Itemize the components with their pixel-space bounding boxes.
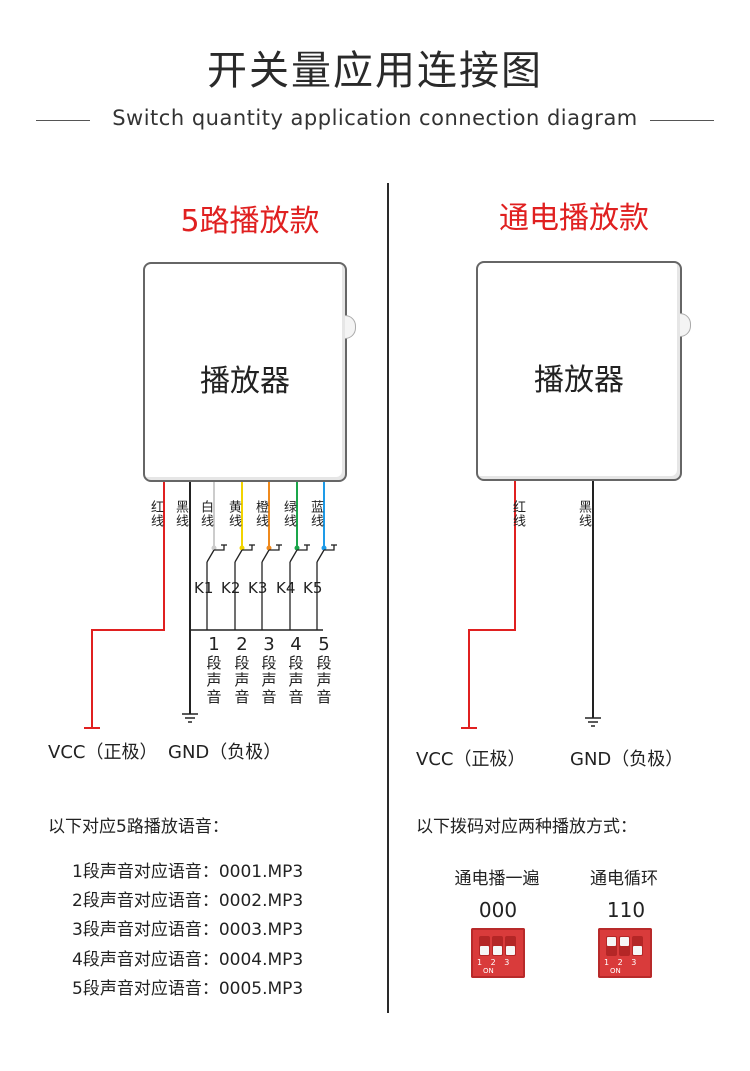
dip1-lever-3 [506, 946, 515, 955]
dip2-lever-3 [633, 946, 642, 955]
right-red-wire [468, 480, 516, 728]
subtitle-rule-left [36, 120, 90, 121]
right-section-title: 通电播放款 [499, 201, 649, 236]
right-player-device: 播放器 [476, 261, 682, 481]
left-blue-dot [321, 545, 327, 551]
dip-switch-mode-1: 1 2 3 ON [471, 928, 525, 978]
mode-1-code: 000 [478, 898, 518, 922]
left-info-heading: 以下对应5路播放语音： [48, 817, 229, 837]
left-section-title: 5路播放款 [180, 204, 320, 239]
left-orange-dot [266, 545, 272, 551]
left-white-dot [211, 545, 217, 551]
section-divider [387, 183, 389, 1013]
segment-5-num: 5 [318, 634, 330, 655]
switch-label-k1: K1 [194, 579, 214, 597]
file-line-1: 1段声音对应语音：0001.MP3 [72, 862, 304, 882]
left-wire-label-orange: 橙线 [253, 500, 268, 528]
left-yellow-dot [239, 545, 245, 551]
dip1-lever-2 [493, 946, 502, 955]
segment-4-text: 段声音 [288, 654, 304, 706]
page-subtitle: Switch quantity application connection d… [112, 106, 638, 130]
dip-switch-mode-2: 1 2 3 ON [598, 928, 652, 978]
right-vcc-label: VCC（正极） [416, 749, 526, 770]
segment-2-num: 2 [236, 634, 248, 655]
segment-5-text: 段声音 [316, 654, 332, 706]
file-line-2: 2段声音对应语音：0002.MP3 [72, 891, 304, 911]
left-device-label: 播放器 [200, 364, 290, 399]
left-wire-label-white: 白线 [198, 500, 213, 528]
file-line-3: 3段声音对应语音：0003.MP3 [72, 920, 304, 940]
dip1-lever-1 [480, 946, 489, 955]
segment-3-text: 段声音 [261, 654, 277, 706]
left-vcc-label: VCC（正极） [48, 742, 158, 763]
left-player-device: 播放器 [143, 262, 347, 482]
file-line-4: 4段声音对应语音：0004.MP3 [72, 950, 304, 970]
right-info-heading: 以下拨码对应两种播放方式： [416, 817, 637, 837]
left-wire-label-green: 绿线 [281, 500, 296, 528]
left-wire-label-red: 红线 [148, 500, 163, 528]
switch-label-k5: K5 [303, 579, 323, 597]
switch-label-k2: K2 [221, 579, 241, 597]
right-wire-label-red: 红线 [510, 500, 525, 528]
left-wire-label-blue: 蓝线 [308, 500, 323, 528]
left-switch-symbols [206, 544, 337, 630]
right-gnd-label: GND（负极） [570, 749, 684, 770]
left-wire-label-black: 黑线 [173, 500, 188, 528]
left-ground-symbol [182, 713, 198, 723]
file-line-5: 5段声音对应语音：0005.MP3 [72, 979, 304, 999]
right-ground-symbol [585, 717, 601, 727]
dip2-on-label: ON [610, 967, 621, 975]
mode-2-code: 110 [606, 898, 646, 922]
dip1-on-label: ON [483, 967, 494, 975]
segment-1-num: 1 [208, 634, 220, 655]
left-green-dot [294, 545, 300, 551]
segment-2-text: 段声音 [234, 654, 250, 706]
switch-label-k3: K3 [248, 579, 268, 597]
dip2-numbers: 1 2 3 [604, 958, 640, 967]
right-wire-label-black: 黑线 [576, 500, 591, 528]
segment-4-num: 4 [290, 634, 302, 655]
right-device-label: 播放器 [534, 363, 624, 398]
left-wire-label-yellow: 黄线 [226, 500, 241, 528]
segment-3-num: 3 [263, 634, 275, 655]
dip2-lever-2 [620, 937, 629, 946]
dip1-numbers: 1 2 3 [477, 958, 513, 967]
left-red-wire [91, 482, 165, 728]
dip2-lever-1 [607, 937, 616, 946]
segment-1-text: 段声音 [206, 654, 222, 706]
mode-2-caption: 通电循环 [590, 869, 658, 889]
switch-label-k4: K4 [276, 579, 296, 597]
subtitle-rule-right [650, 120, 714, 121]
mode-1-caption: 通电播一遍 [454, 869, 540, 889]
page-title: 开关量应用连接图 [207, 48, 543, 94]
left-gnd-label: GND（负极） [168, 742, 282, 763]
